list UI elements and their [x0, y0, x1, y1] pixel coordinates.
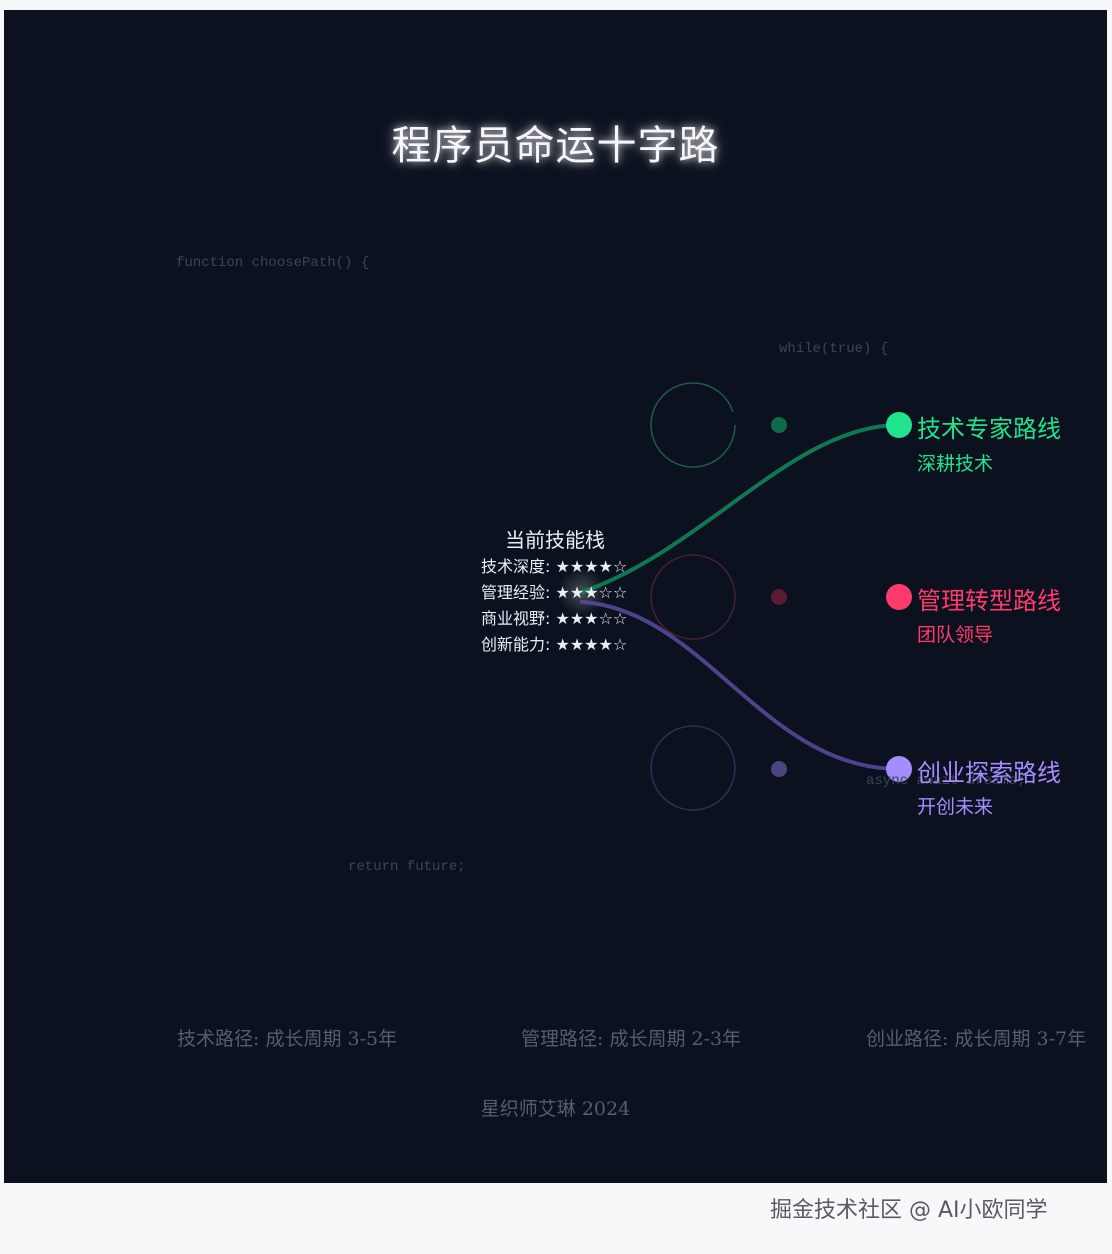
route-label-tech[interactable]: 技术专家路线 — [917, 415, 1061, 443]
skill-item: 技术深度: ★★★★☆ — [481, 557, 628, 576]
decor-dot-tech — [771, 417, 787, 433]
decor-dot-startup — [771, 761, 787, 777]
decor-ring-startup — [650, 725, 736, 811]
route-node-startup[interactable] — [886, 756, 912, 782]
route-label-management[interactable]: 管理转型路线 — [917, 587, 1061, 615]
growth-cycle-startup: 创业路径: 成长周期 3-7年 — [866, 1028, 1087, 1050]
route-subtitle-management: 团队领导 — [917, 624, 994, 646]
skill-stack-title: 当前技能栈 — [505, 528, 605, 552]
page-title: 程序员命运十字路 — [391, 123, 720, 169]
skill-item: 管理经验: ★★★☆☆ — [481, 583, 628, 602]
code-snippet-return: return future; — [348, 859, 466, 875]
growth-cycle-tech: 技术路径: 成长周期 3-5年 — [177, 1028, 398, 1050]
watermark: 掘金技术社区 @ AI小欧同学 — [770, 1198, 1048, 1223]
route-subtitle-startup: 开创未来 — [917, 796, 994, 818]
route-label-startup[interactable]: 创业探索路线 — [917, 759, 1061, 787]
route-subtitle-tech: 深耕技术 — [917, 453, 994, 475]
decor-ring-tech — [650, 382, 736, 468]
decor-dot-management — [771, 589, 787, 605]
diagram-canvas: 程序员命运十字路 function choosePath() { while(t… — [4, 10, 1107, 1183]
code-snippet-while: while(true) { — [779, 341, 889, 357]
code-snippet-function: function choosePath() { — [176, 255, 370, 271]
route-node-tech[interactable] — [886, 412, 912, 438]
decor-ring-management — [650, 554, 736, 640]
path-diagram — [558, 382, 912, 811]
skill-item: 创新能力: ★★★★☆ — [481, 635, 628, 654]
route-node-management[interactable] — [886, 584, 912, 610]
route-path-tech — [580, 423, 901, 594]
code-snippet-async: async await dreams; — [866, 773, 1026, 789]
signature: 星织师艾琳 2024 — [480, 1098, 631, 1120]
skill-item: 商业视野: ★★★☆☆ — [481, 609, 628, 628]
route-path-startup — [580, 600, 901, 771]
growth-cycle-management: 管理路径: 成长周期 2-3年 — [521, 1028, 742, 1050]
skill-list: 技术深度: ★★★★☆ 管理经验: ★★★☆☆ 商业视野: ★★★☆☆ 创新能力… — [481, 554, 627, 658]
